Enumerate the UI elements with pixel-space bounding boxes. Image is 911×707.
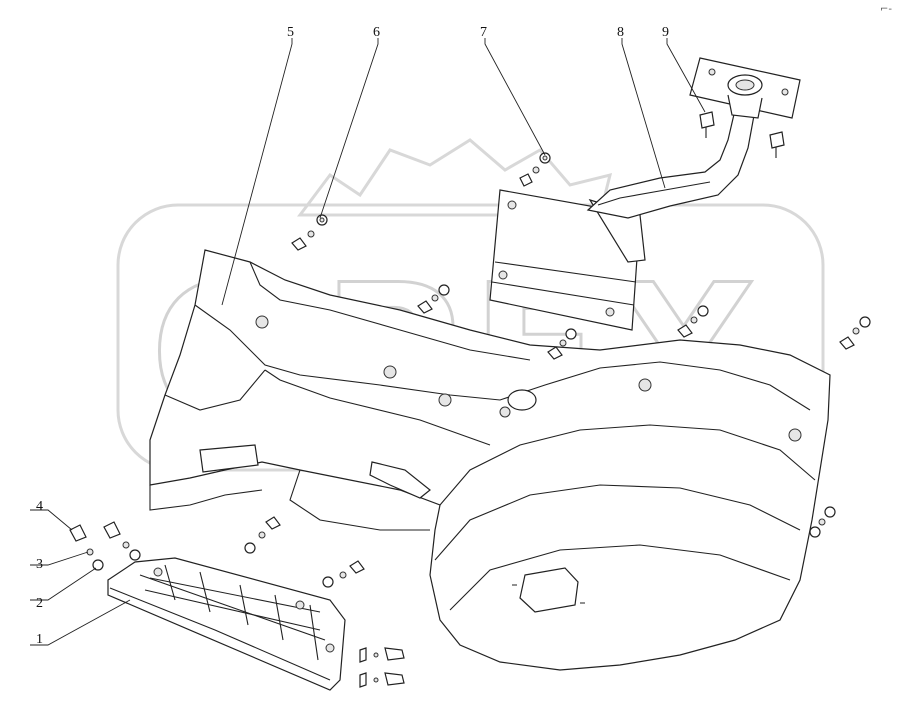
- callout-4: 4: [36, 499, 43, 514]
- callout-8: 8: [617, 25, 624, 40]
- fender-housing: [149, 249, 831, 671]
- fastener-group-d: [839, 316, 871, 350]
- callout-6: 6: [373, 25, 380, 40]
- fastener-group-f: [244, 516, 281, 554]
- fastener-group-g: [322, 560, 365, 588]
- callout-labels: 1 2 3 4 5 6 7 8 9: [36, 25, 669, 647]
- fastener-group-2: [92, 549, 141, 571]
- step-tread: [107, 557, 346, 691]
- mounting-bracket: [489, 189, 646, 331]
- leader-lines: [30, 38, 706, 646]
- corner-mark: ⌐-: [880, 4, 892, 15]
- callout-1: 1: [36, 632, 43, 647]
- support-pipe: [586, 109, 756, 219]
- callout-5: 5: [287, 25, 294, 40]
- fastener-group-7: [519, 152, 551, 187]
- pipe-flange: [689, 57, 801, 119]
- callout-7: 7: [480, 25, 487, 40]
- callout-3: 3: [36, 557, 43, 572]
- callout-9: 9: [662, 25, 669, 40]
- fastener-group-bottom: [359, 647, 405, 688]
- callout-2: 2: [36, 596, 43, 611]
- fastener-group-b: [547, 328, 577, 360]
- fastener-group-c: [677, 305, 709, 338]
- fastener-group-4: [69, 521, 130, 556]
- fastener-group-6: [291, 214, 328, 251]
- fastener-group-a: [417, 284, 450, 314]
- bolts-9: [699, 111, 785, 158]
- fastener-group-e: [809, 506, 836, 538]
